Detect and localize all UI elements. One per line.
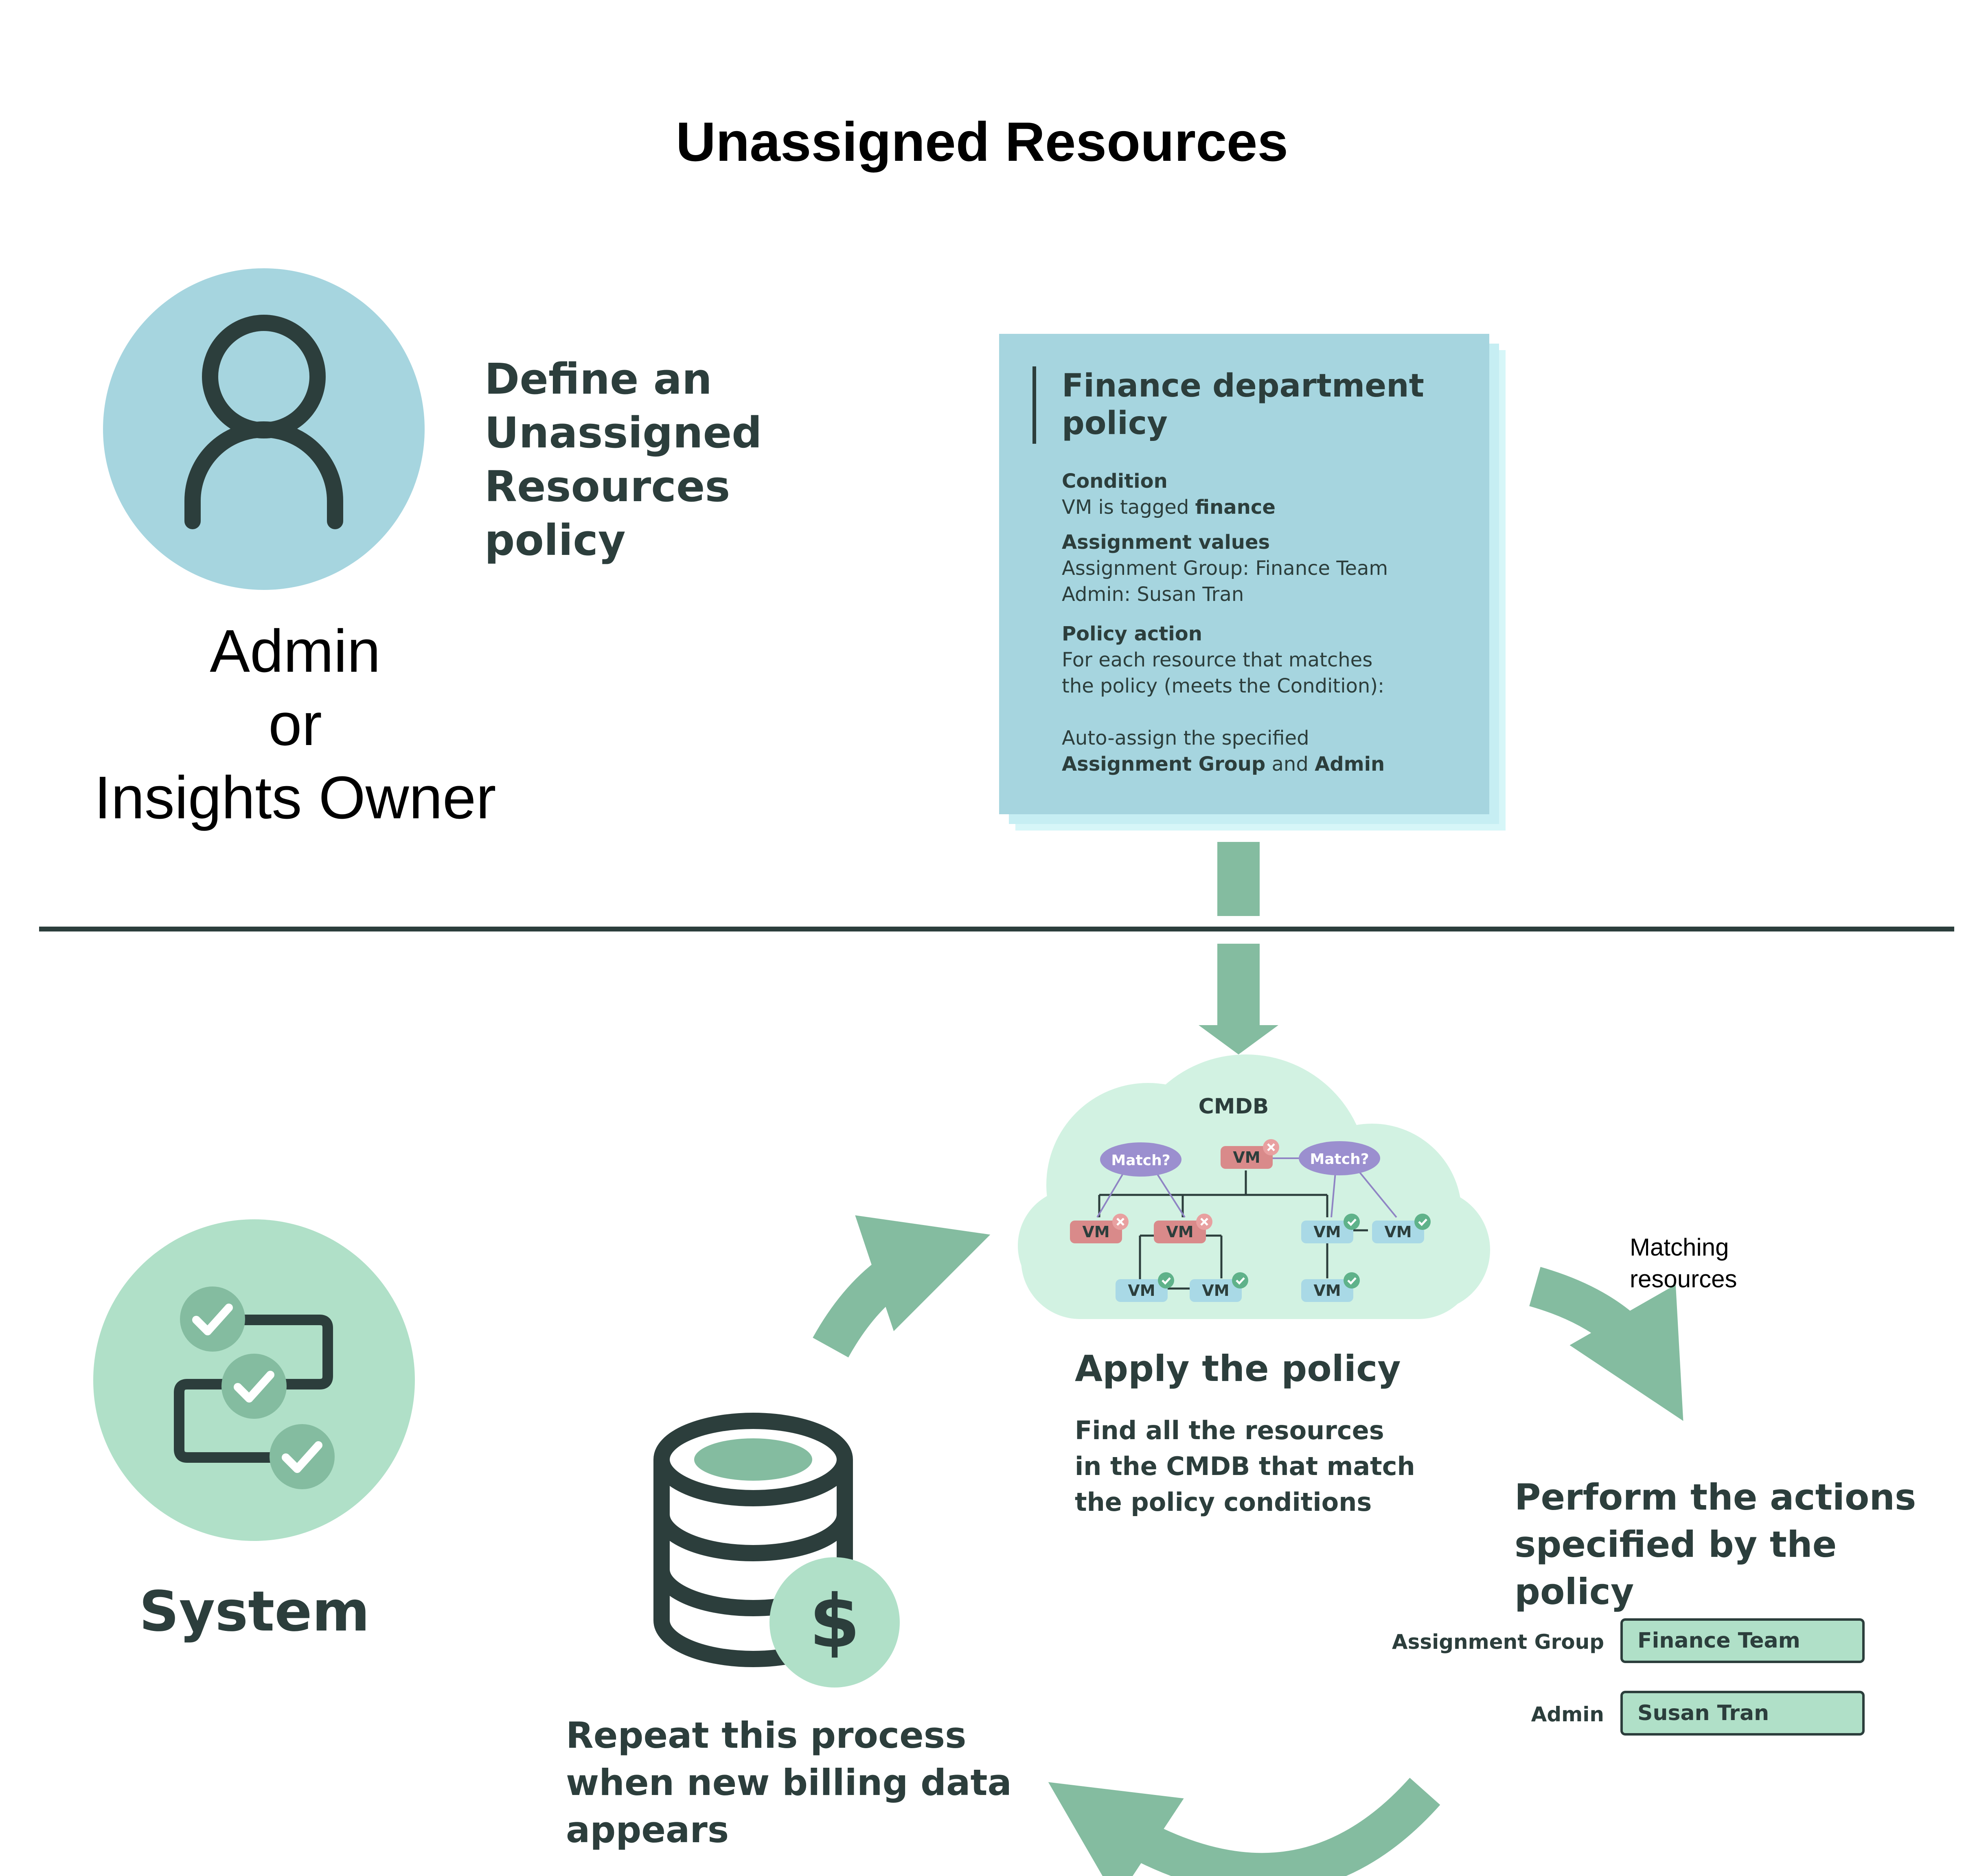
vm-node-matched: VM [1301,1214,1360,1243]
match-node-right: Match? [1299,1141,1380,1175]
cmdb-label: CMDB [1199,1094,1269,1119]
check-icon [1344,1214,1360,1230]
matching-line1: Matching [1630,1234,1729,1261]
action-section: Policy action For each resource that mat… [1062,621,1477,777]
action-line2: the policy (meets the Condition): [1062,675,1385,697]
human-actor-line1: Admin [210,618,381,685]
action-bold1: Assignment Group [1062,753,1266,776]
action-heading: Policy action [1062,622,1202,645]
vm-label: VM [1202,1282,1229,1300]
dollar-symbol: $ [809,1579,860,1664]
perform-step-heading: Perform the actions specified by the pol… [1515,1474,1954,1615]
repeat-step-text: Repeat this process when new billing dat… [566,1712,1054,1854]
policy-to-cmdb-arrow [1199,842,1278,1054]
action-bold2: Admin [1315,753,1385,776]
apply-step-line3: the policy conditions [1075,1487,1372,1517]
condition-section: Condition VM is tagged finance [1062,468,1477,520]
cycle-arrow-matching [1529,1267,1683,1421]
checklist-flow-icon [174,1286,335,1489]
assignment-heading: Assignment values [1062,531,1270,554]
condition-tag: finance [1195,496,1276,519]
action-line1: For each resource that matches [1062,649,1373,671]
match-node-left: Match? [1100,1142,1181,1177]
apply-step-text: Find all the resources in the CMDB that … [1075,1413,1523,1520]
define-step-line2: Unassigned Resources [484,408,762,511]
vm-label: VM [1128,1282,1155,1300]
apply-step-heading: Apply the policy [1075,1348,1401,1389]
vm-node-matched: VM [1301,1272,1360,1302]
vm-node-matched: VM [1116,1272,1174,1302]
repeat-step-line3: appears [566,1809,729,1851]
action-and: and [1265,753,1315,776]
policy-card-title-line2: policy [1062,405,1168,442]
matching-resources-label: Matching resources [1630,1232,1833,1295]
person-icon [184,315,343,529]
action-line3: Auto-assign the specified [1062,727,1309,750]
action-line4: Assignment Group and Admin [1062,751,1477,777]
system-actor-label: System [139,1580,370,1644]
repeat-step-line2: when new billing data [566,1762,1012,1804]
repeat-step-line1: Repeat this process [566,1714,967,1756]
admin-label: Admin [1531,1703,1604,1726]
assignment-group-label: Assignment Group [1392,1630,1604,1654]
human-actor-label: Admin or Insights Owner [57,615,533,835]
match-connectors [1096,1157,1397,1218]
check-icon [1232,1272,1248,1289]
policy-card-title: Finance department policy [1062,367,1469,442]
vm-label: VM [1166,1223,1193,1241]
vm-node-unmatched: VM [1221,1139,1279,1169]
cmdb-connectors [1098,1170,1368,1290]
database-top-fill [694,1438,812,1481]
vm-node-unmatched: VM [1154,1214,1212,1243]
assignment-admin-text: Admin: Susan Tran [1062,583,1244,606]
policy-card: Finance department policy Condition VM i… [999,334,1489,814]
vm-label: VM [1384,1223,1412,1241]
assignment-group-text: Assignment Group: Finance Team [1062,557,1388,580]
perform-step-line2: specified by the policy [1515,1523,1837,1613]
dollar-icon [769,1557,900,1688]
apply-step-line2: in the CMDB that match [1075,1451,1415,1481]
condition-heading: Condition [1062,470,1168,493]
vm-label: VM [1313,1223,1341,1241]
define-step-line3: policy [484,515,626,565]
vm-node-unmatched: VM [1070,1214,1129,1243]
matching-line2: resources [1630,1265,1737,1293]
perform-step-line1: Perform the actions [1515,1476,1916,1518]
action-spacer [1062,699,1477,725]
define-step-line1: Define an [484,354,712,404]
define-step-text: Define an Unassigned Resources policy [484,352,973,567]
assignment-section: Assignment values Assignment Group: Fina… [1062,529,1477,607]
vm-label: VM [1233,1148,1260,1166]
check-icon [1414,1214,1431,1230]
admin-field[interactable]: Susan Tran [1620,1691,1865,1736]
cycle-arrow-return [1048,1777,1440,1876]
vm-label: VM [1313,1282,1341,1300]
condition-text: VM is tagged [1062,496,1195,519]
vm-label: VM [1082,1223,1109,1241]
check-icon [1344,1272,1360,1289]
policy-card-title-line1: Finance department [1062,368,1424,404]
human-actor-line2: or [268,691,322,758]
match-node-label: Match? [1310,1151,1369,1168]
cycle-arrow-to-cmdb [813,1215,991,1358]
page-title: Unassigned Resources [675,111,1289,173]
check-icon [1158,1272,1174,1289]
apply-step-line1: Find all the resources [1075,1416,1384,1445]
vm-node-matched: VM [1190,1272,1248,1302]
human-actor-line3: Insights Owner [94,764,496,831]
match-node-label: Match? [1111,1152,1170,1169]
assignment-group-field[interactable]: Finance Team [1620,1618,1865,1663]
card-accent-bar [1032,366,1036,444]
vm-node-matched: VM [1372,1214,1431,1243]
